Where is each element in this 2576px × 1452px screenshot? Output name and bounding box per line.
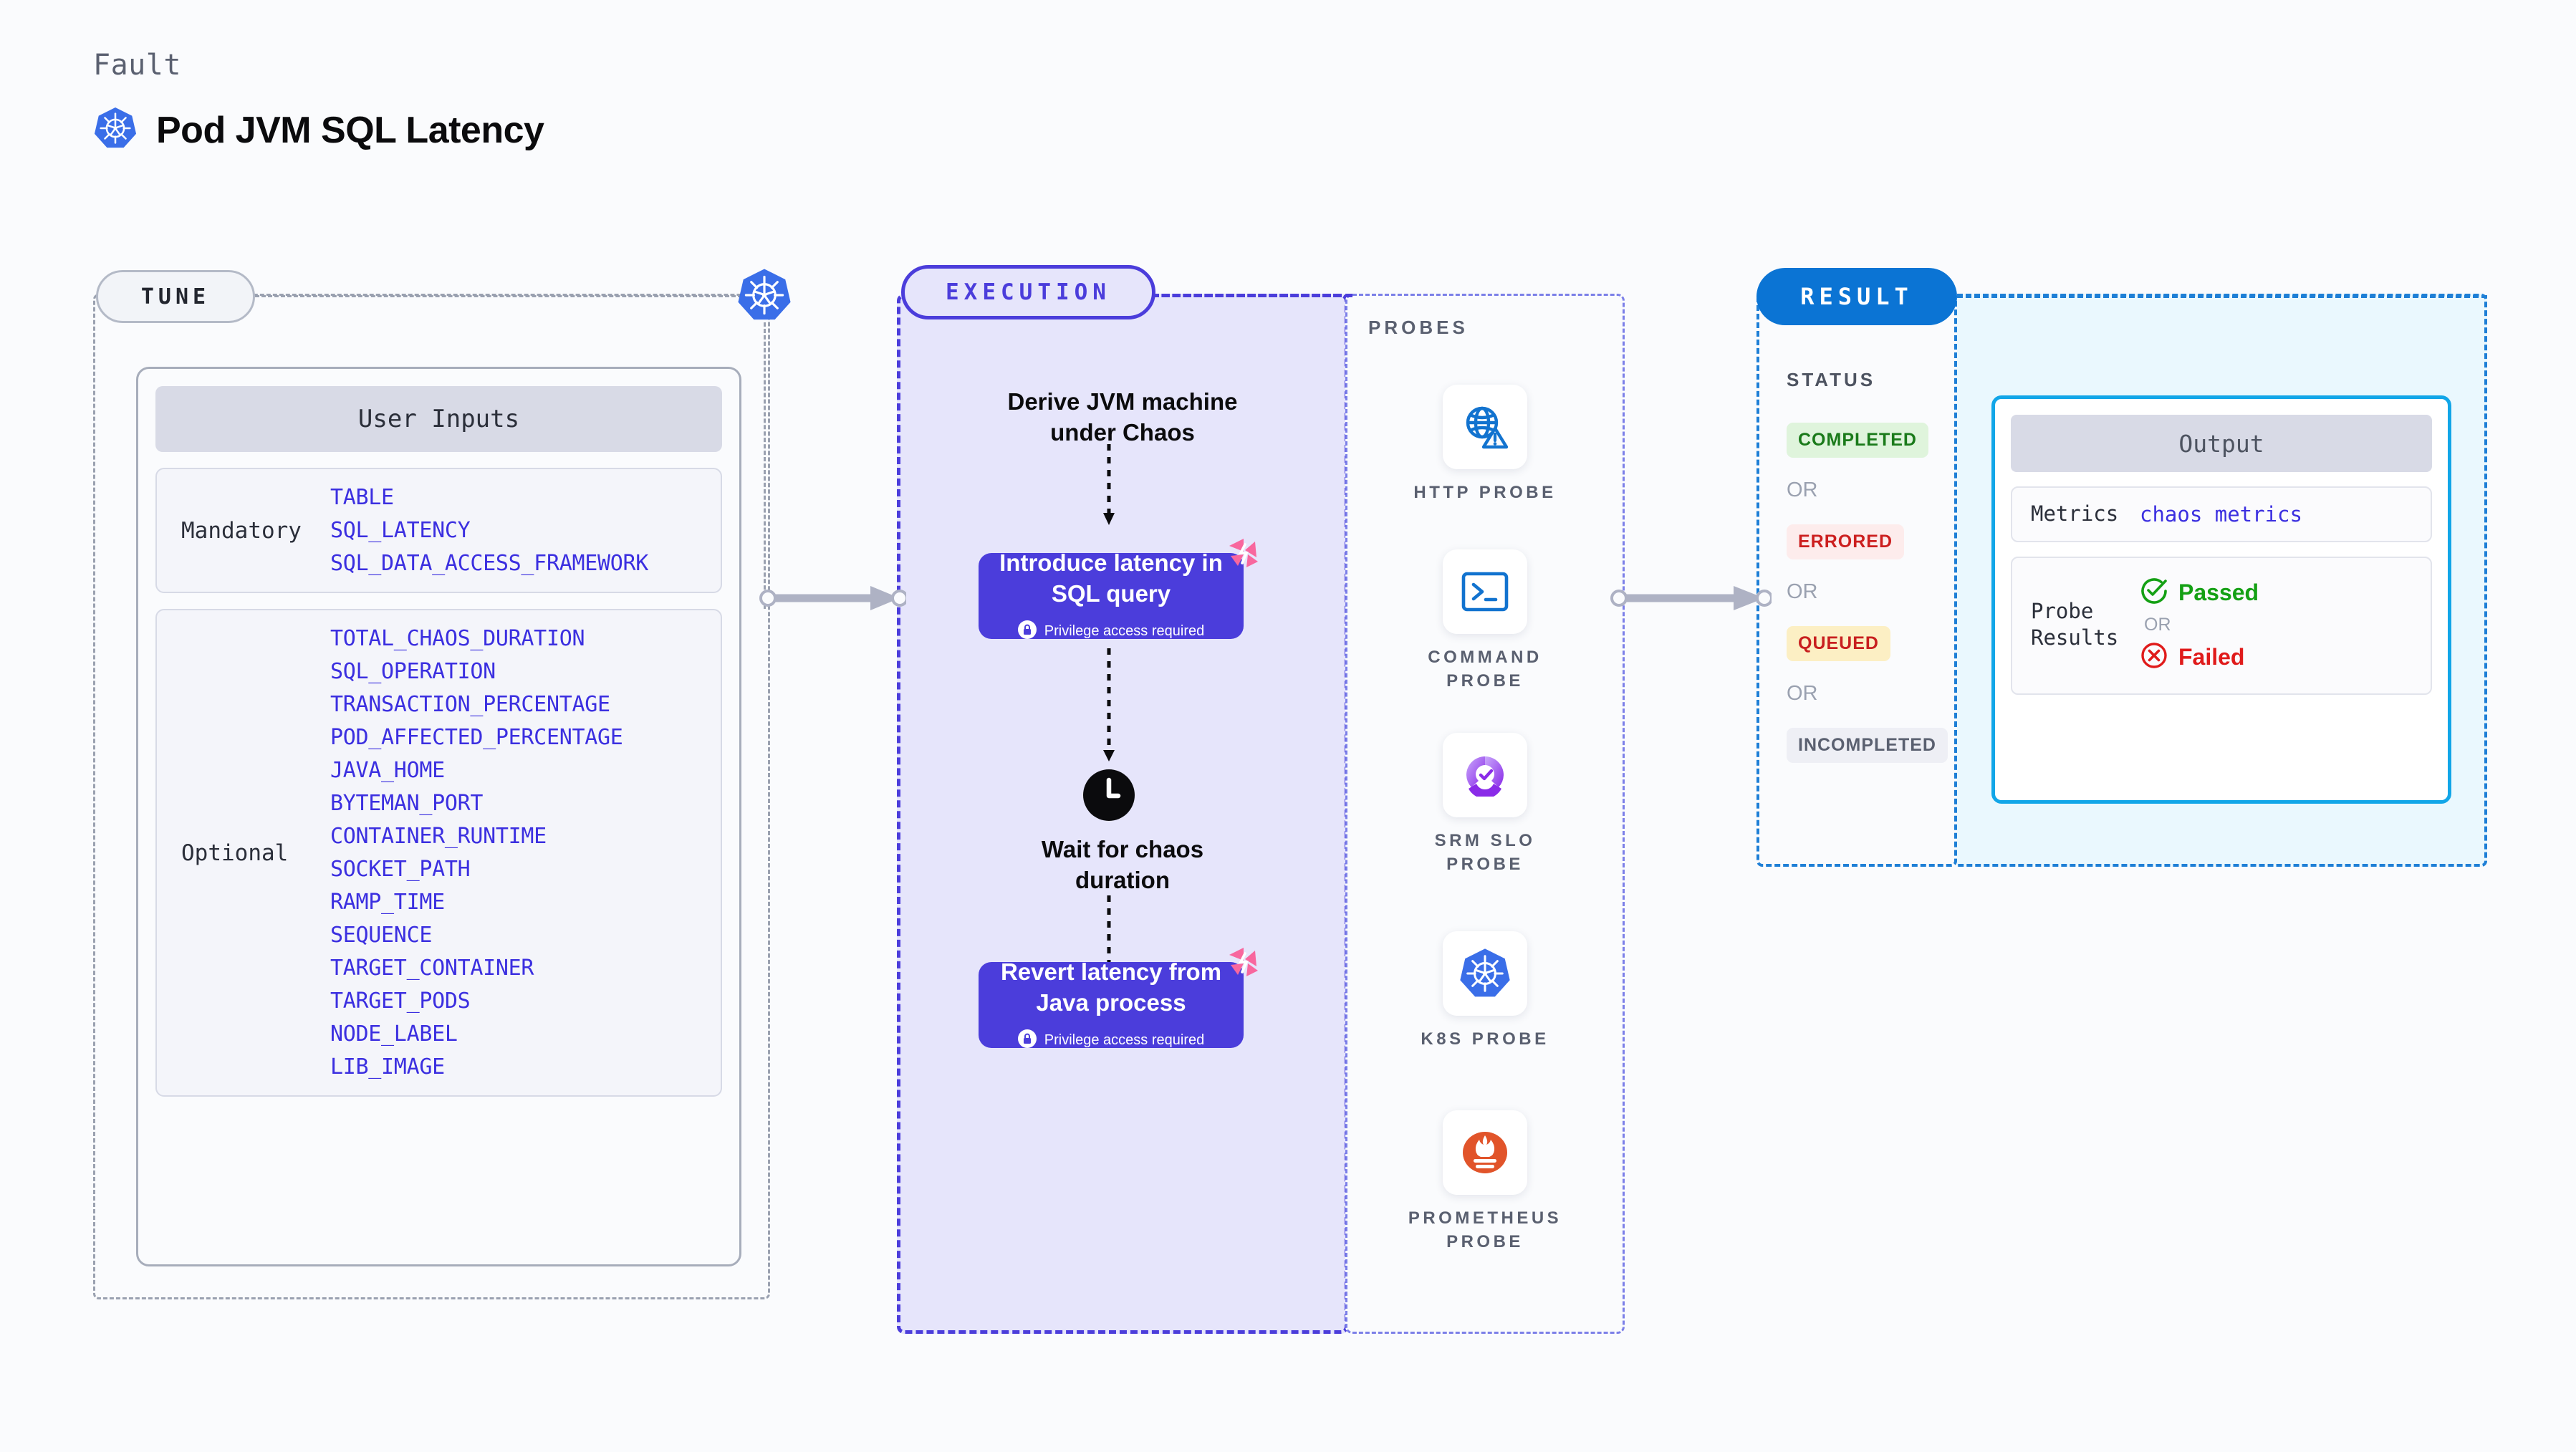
privilege-note: Privilege access required bbox=[1044, 1032, 1205, 1048]
param-item[interactable]: JAVA_HOME bbox=[330, 758, 445, 783]
action-card-introduce-latency[interactable]: Introduce latency in SQL query Privilege… bbox=[979, 539, 1258, 639]
probe-prometheus[interactable]: PROMETHEUS PROBE bbox=[1345, 1110, 1625, 1254]
harness-logo-icon bbox=[1224, 943, 1261, 984]
param-item[interactable]: RAMP_TIME bbox=[330, 890, 445, 915]
probes-title: PROBES bbox=[1368, 317, 1469, 338]
probe-result-failed: Failed bbox=[2140, 641, 2259, 673]
probe-command[interactable]: COMMAND PROBE bbox=[1345, 549, 1625, 693]
param-item[interactable]: SEQUENCE bbox=[330, 923, 433, 948]
connector-execution-to-result bbox=[1610, 584, 1773, 616]
execution-label: EXECUTION bbox=[901, 265, 1155, 319]
check-circle-icon bbox=[2140, 577, 2168, 609]
tune-panel bbox=[93, 294, 770, 1299]
optional-label: Optional bbox=[181, 840, 289, 866]
probe-http[interactable]: HTTP PROBE bbox=[1345, 385, 1625, 504]
arrow-down-2 bbox=[1100, 648, 1118, 766]
param-item[interactable]: TABLE bbox=[330, 485, 394, 510]
execution-connector-line bbox=[1152, 294, 1352, 297]
fault-label: Fault bbox=[93, 49, 181, 82]
metrics-value[interactable]: chaos metrics bbox=[2140, 501, 2302, 527]
mandatory-param-list: TABLE SQL_LATENCY SQL_DATA_ACCESS_FRAMEW… bbox=[330, 485, 648, 576]
tune-label: TUNE bbox=[96, 270, 255, 323]
execution-step-wait-duration: Wait for chaos duration bbox=[1041, 836, 1204, 893]
metrics-label: Metrics bbox=[2031, 501, 2119, 526]
optional-param-list: TOTAL_CHAOS_DURATION SQL_OPERATION TRANS… bbox=[330, 626, 623, 1080]
page-header: Fault bbox=[93, 49, 544, 154]
lock-icon bbox=[1017, 1029, 1037, 1052]
execution-step-derive-jvm: Derive JVM machine under Chaos bbox=[1007, 388, 1238, 446]
privilege-note: Privilege access required bbox=[1044, 622, 1205, 639]
tune-connector-line bbox=[255, 295, 742, 297]
or-separator: OR bbox=[1787, 479, 1818, 501]
srm-slo-icon bbox=[1443, 733, 1527, 817]
kubernetes-icon bbox=[1443, 931, 1527, 1016]
probe-result-passed: Passed bbox=[2140, 577, 2259, 609]
probe-label: SRM SLO PROBE bbox=[1434, 831, 1536, 875]
terminal-icon bbox=[1443, 549, 1527, 634]
mandatory-label: Mandatory bbox=[181, 517, 302, 544]
action-card-title: Revert latency from Java process bbox=[1000, 958, 1222, 1016]
probe-k8s[interactable]: K8S PROBE bbox=[1345, 931, 1625, 1051]
page-title: Pod JVM SQL Latency bbox=[156, 109, 544, 151]
privilege-row: Privilege access required bbox=[1017, 620, 1205, 643]
x-circle-icon bbox=[2140, 641, 2168, 673]
kubernetes-icon bbox=[93, 106, 138, 154]
clock-icon bbox=[1082, 769, 1135, 825]
status-title: STATUS bbox=[1787, 369, 1876, 390]
probe-label: PROMETHEUS PROBE bbox=[1408, 1208, 1562, 1252]
action-card-revert-latency[interactable]: Revert latency from Java process Privile… bbox=[979, 948, 1258, 1048]
probe-label: K8S PROBE bbox=[1421, 1029, 1549, 1049]
user-inputs-header: User Inputs bbox=[155, 386, 722, 452]
probe-results-row: Probe Results Passed OR bbox=[2011, 556, 2432, 695]
privilege-row: Privilege access required bbox=[1017, 1029, 1205, 1052]
or-separator: OR bbox=[1787, 580, 1818, 603]
user-inputs-card: User Inputs Mandatory TABLE SQL_LATENCY … bbox=[136, 367, 741, 1266]
harness-logo-icon bbox=[1224, 534, 1261, 575]
title-row: Pod JVM SQL Latency bbox=[93, 106, 544, 154]
tune-vertical-connector bbox=[764, 322, 766, 609]
output-header: Output bbox=[2011, 415, 2432, 472]
kubernetes-icon bbox=[736, 267, 792, 323]
param-item[interactable]: BYTEMAN_PORT bbox=[330, 791, 484, 816]
lock-icon bbox=[1017, 620, 1037, 643]
status-badge: INCOMPLETED bbox=[1787, 728, 1948, 763]
param-item[interactable]: LIB_IMAGE bbox=[330, 1054, 445, 1080]
or-separator: OR bbox=[1787, 682, 1818, 705]
output-card: Output Metrics chaos metrics Probe Resul… bbox=[1991, 395, 2451, 804]
result-connector-line bbox=[1957, 295, 2487, 298]
probe-results-label: Probe Results bbox=[2031, 598, 2119, 650]
action-card-title: Introduce latency in SQL query bbox=[999, 549, 1223, 607]
param-item[interactable]: CONTAINER_RUNTIME bbox=[330, 824, 547, 849]
probe-label: HTTP PROBE bbox=[1413, 483, 1557, 502]
probe-srm-slo[interactable]: SRM SLO PROBE bbox=[1345, 733, 1625, 876]
probe-results-values: Passed OR Failed bbox=[2140, 577, 2259, 673]
status-badge: ERRORED bbox=[1787, 524, 1905, 559]
param-item[interactable]: TOTAL_CHAOS_DURATION bbox=[330, 626, 585, 651]
metrics-row: Metrics chaos metrics bbox=[2011, 486, 2432, 542]
result-label: RESULT bbox=[1756, 268, 1957, 325]
param-item[interactable]: SQL_OPERATION bbox=[330, 659, 496, 684]
failed-label: Failed bbox=[2178, 643, 2245, 670]
probe-label: COMMAND PROBE bbox=[1428, 648, 1542, 691]
param-item[interactable]: SQL_LATENCY bbox=[330, 518, 471, 543]
optional-param-group: Optional TOTAL_CHAOS_DURATION SQL_OPERAT… bbox=[155, 609, 722, 1097]
mandatory-param-group: Mandatory TABLE SQL_LATENCY SQL_DATA_ACC… bbox=[155, 468, 722, 593]
param-item[interactable]: POD_AFFECTED_PERCENTAGE bbox=[330, 725, 623, 750]
param-item[interactable]: SQL_DATA_ACCESS_FRAMEWORK bbox=[330, 551, 649, 576]
param-item[interactable]: SOCKET_PATH bbox=[330, 857, 471, 882]
param-item[interactable]: NODE_LABEL bbox=[330, 1021, 458, 1047]
connector-tune-to-execution bbox=[759, 584, 908, 616]
arrow-down-1 bbox=[1100, 444, 1118, 530]
globe-warning-icon bbox=[1443, 385, 1527, 469]
param-item[interactable]: TRANSACTION_PERCENTAGE bbox=[330, 692, 610, 717]
status-badge: COMPLETED bbox=[1787, 423, 1928, 458]
param-item[interactable]: TARGET_CONTAINER bbox=[330, 956, 534, 981]
prometheus-icon bbox=[1443, 1110, 1527, 1195]
or-separator: OR bbox=[2144, 614, 2171, 635]
passed-label: Passed bbox=[2178, 579, 2259, 605]
param-item[interactable]: TARGET_PODS bbox=[330, 989, 471, 1014]
status-badge: QUEUED bbox=[1787, 626, 1890, 661]
